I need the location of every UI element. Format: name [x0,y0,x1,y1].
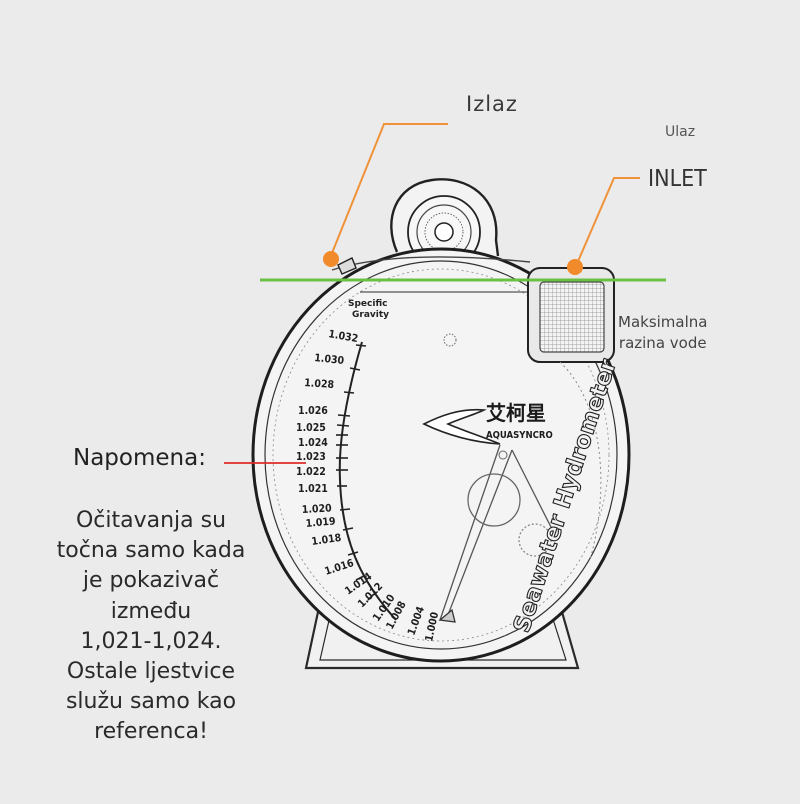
outlet-dome [390,178,500,269]
inlet-leader-line [575,177,640,267]
scale-value: 1.026 [298,405,328,417]
scale-title-line2: Gravity [352,310,389,320]
note-title: Napomena: [73,445,206,471]
max-water-level-label: Maksimalna razina vode [618,313,708,352]
scale-value: 1.021 [298,483,328,495]
scale-value: 1.030 [314,352,345,367]
scale-value: 1.032 [327,328,359,345]
scale-value: 1.028 [304,377,335,391]
scale-value: 1.020 [302,502,333,516]
outlet-leader-line [329,123,448,259]
scale-value: 1.019 [305,515,336,530]
inlet-marker-dot [567,259,583,275]
outlet-marker-dot [323,251,339,267]
scale-value: 1.022 [296,466,326,478]
hydrometer-pointer [438,444,556,623]
outlet-label: Izlaz [466,92,518,116]
float-track [559,361,602,561]
scale-arc [338,341,397,621]
note-text: Očitavanja su točna samo kada je pokaziv… [56,508,246,745]
scale-value: 1.023 [296,451,326,463]
brand-chevron-icon [422,408,501,445]
brand-name-en: AQUASYNCRO [486,430,553,441]
scale-title-line1: Specific [348,299,387,309]
scale-value: 1.024 [298,437,328,449]
scale-value: 1.025 [296,422,326,434]
inlet-local-label: Ulaz [665,124,696,140]
scale-value: 1.018 [311,532,342,548]
brand-name-cn: 艾柯星 [486,401,546,425]
scale-ticks [336,344,375,601]
inlet-filter [527,267,615,363]
inlet-label: INLET [648,166,707,192]
pivot-marks [443,333,508,460]
brand-logo: 艾柯星 AQUASYNCRO [422,401,553,445]
